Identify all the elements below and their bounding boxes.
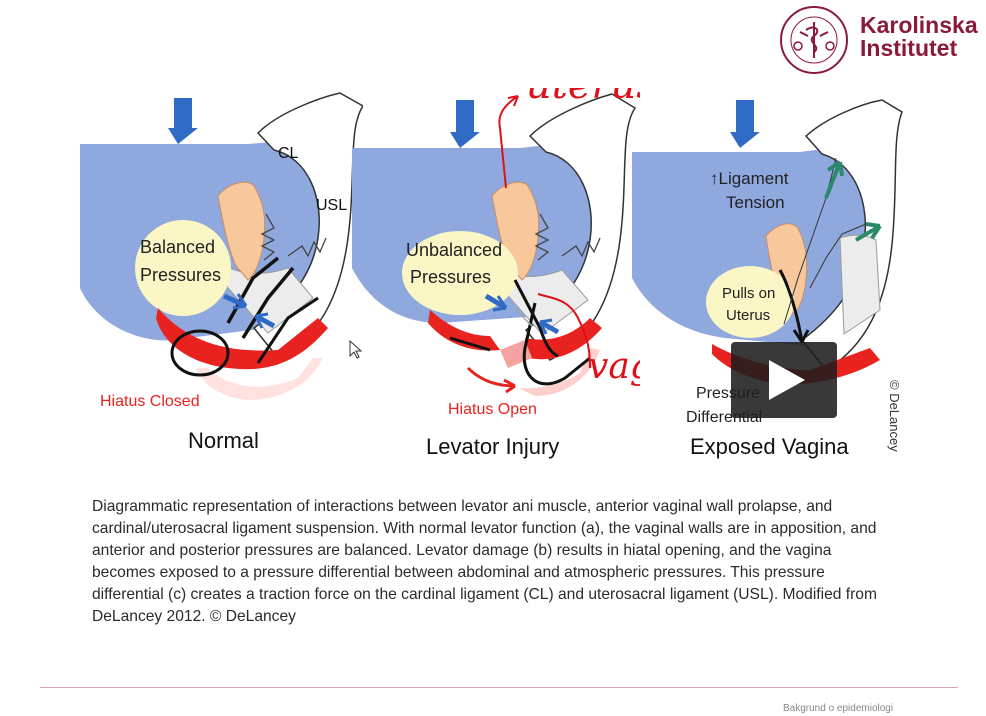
logo-line-2: Institutet	[860, 35, 958, 61]
mouse-cursor-icon	[349, 340, 363, 359]
pressures-label: Pressures	[140, 265, 221, 285]
levator-injury-diagram: uterus vagina Unbalanced Pressures Hiatu…	[352, 62, 709, 459]
exposed-vagina-diagram: ↑Ligament Tension Pulls on Uterus Pressu…	[632, 99, 903, 459]
panel-title-exposed-vagina: Exposed Vagina	[690, 434, 849, 459]
normal-diagram: CL USL Balanced Pressures Hiatus Closed …	[80, 92, 365, 453]
play-button[interactable]	[731, 342, 837, 418]
karolinska-logo: Karolinska Institutet	[776, 2, 978, 80]
tension-label: Tension	[726, 193, 785, 212]
footer-divider	[40, 687, 958, 688]
hiatus-open-label: Hiatus Open	[448, 401, 537, 418]
panel-title-normal: Normal	[188, 428, 259, 453]
hiatus-closed-label: Hiatus Closed	[100, 393, 200, 410]
panel-normal: CL USL Balanced Pressures Hiatus Closed …	[78, 88, 365, 473]
uterus-label: Uterus	[726, 307, 770, 324]
panel-levator-injury: uterus vagina Unbalanced Pressures Hiatu…	[350, 62, 709, 473]
logo-line-1: Karolinska	[860, 12, 978, 38]
footer-section-label: Bakgrund o epidemiologi	[783, 703, 894, 714]
copyright-vertical: © DeLancey	[887, 380, 902, 452]
cl-label: CL	[278, 145, 299, 162]
usl-label: USL	[316, 197, 347, 214]
ligament-label: ↑Ligament	[710, 169, 789, 188]
karolinska-seal-icon	[780, 6, 848, 74]
panel-exposed-vagina: ↑Ligament Tension Pulls on Uterus Pressu…	[630, 88, 910, 473]
balanced-label: Balanced	[140, 237, 215, 257]
pulls-on-label: Pulls on	[722, 285, 775, 302]
handwritten-uterus: uterus	[526, 88, 640, 108]
figure-caption: Diagrammatic representation of interacti…	[92, 498, 877, 625]
play-icon	[769, 360, 805, 400]
panel-title-levator-injury: Levator Injury	[426, 434, 559, 459]
unbalanced-label: Unbalanced	[406, 240, 502, 260]
pressures-label-2: Pressures	[410, 267, 491, 287]
